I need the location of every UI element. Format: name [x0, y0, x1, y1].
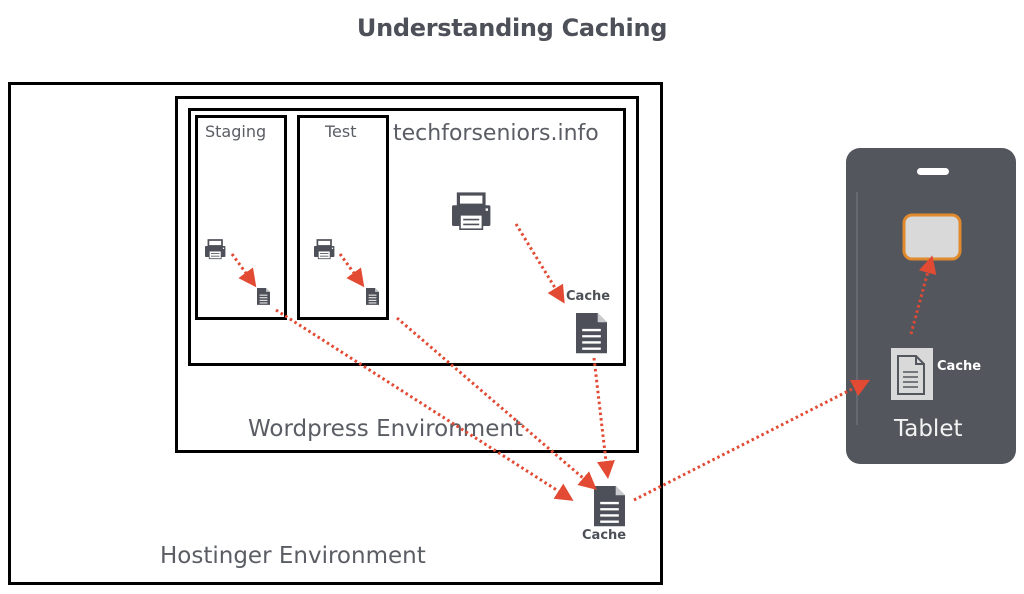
server-cache-label: Cache [582, 528, 627, 543]
hostinger-environment-label: Hostinger Environment [160, 543, 426, 569]
test-box [297, 115, 389, 320]
staging-box [195, 115, 287, 320]
tablet-cache-label: Cache [937, 359, 982, 374]
hostinger-environment-box [8, 82, 663, 585]
arrow-server-cache-to-tablet [633, 379, 871, 502]
diagram-title: Understanding Caching [356, 14, 668, 42]
tablet-label: Tablet [894, 416, 963, 442]
site-cache-label: Cache [566, 289, 611, 304]
test-label: Test [325, 122, 357, 141]
site-label: techforseniors.info [393, 121, 599, 146]
staging-label: Staging [205, 122, 267, 141]
wordpress-environment-label: Wordpress Environment [248, 416, 523, 442]
